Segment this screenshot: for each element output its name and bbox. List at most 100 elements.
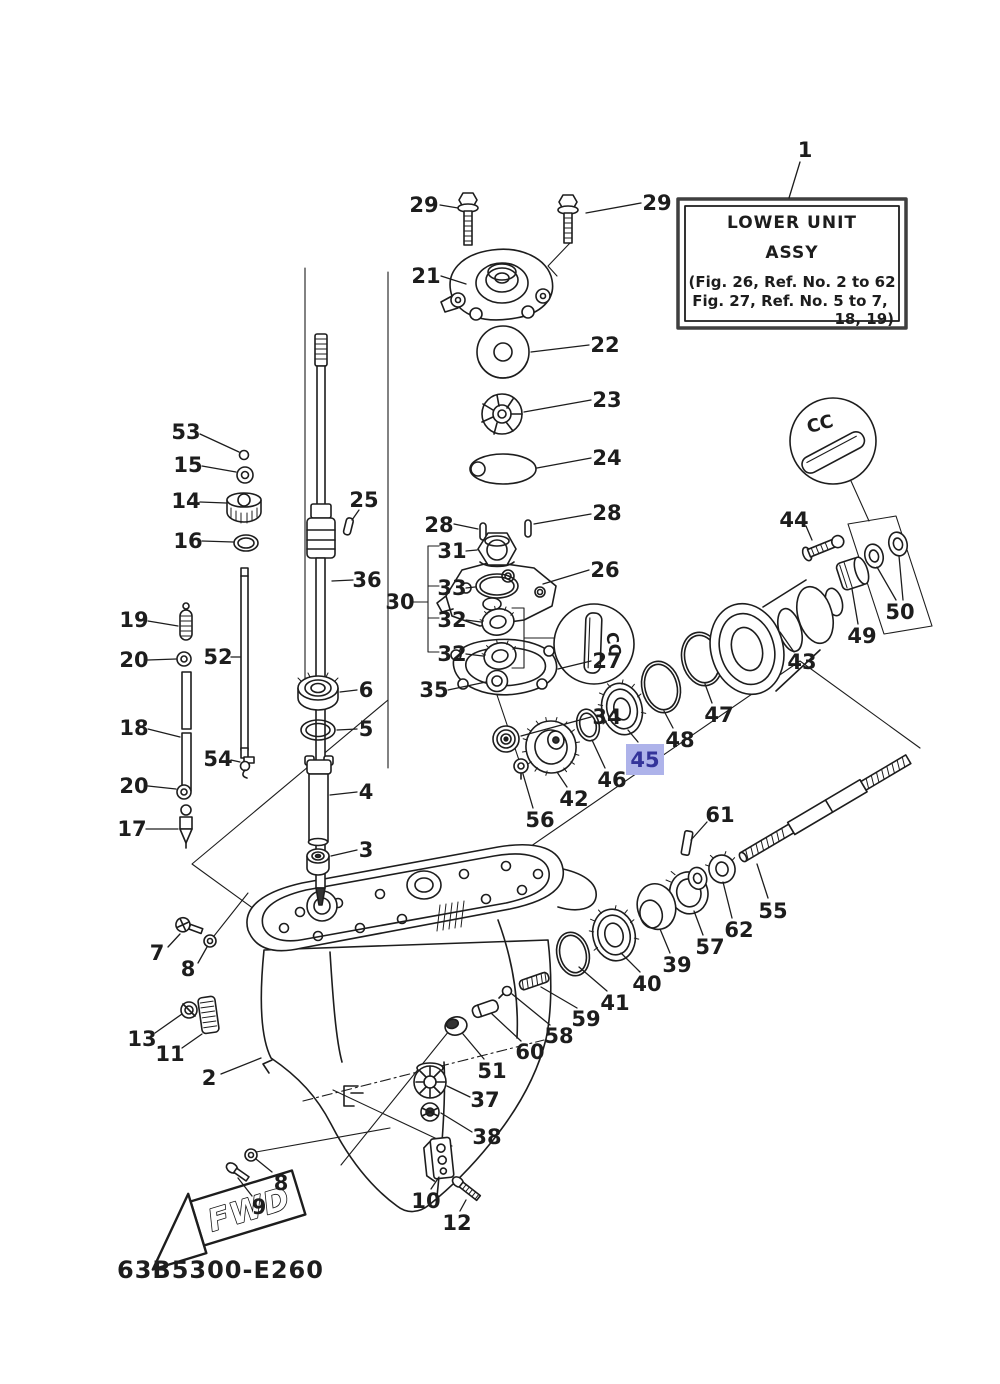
leader-line-12 bbox=[459, 1199, 467, 1212]
leader-line-43 bbox=[779, 631, 795, 653]
part-5-oring bbox=[300, 719, 336, 741]
callout-38[interactable]: 38 bbox=[472, 1125, 501, 1149]
callout-51[interactable]: 51 bbox=[477, 1059, 506, 1083]
callout-29[interactable]: 29 bbox=[642, 191, 671, 215]
leader-line-24 bbox=[536, 457, 592, 469]
callout-5[interactable]: 5 bbox=[359, 717, 374, 741]
callout-26[interactable]: 26 bbox=[590, 558, 619, 582]
callout-9[interactable]: 9 bbox=[252, 1195, 267, 1219]
callout-35[interactable]: 35 bbox=[419, 678, 448, 702]
part-49-bushing bbox=[835, 556, 870, 591]
callout-12[interactable]: 12 bbox=[442, 1211, 471, 1235]
callout-37[interactable]: 37 bbox=[470, 1088, 499, 1112]
callout-58[interactable]: 58 bbox=[544, 1024, 573, 1048]
part-8-washer-lower bbox=[244, 1127, 391, 1162]
callout-14[interactable]: 14 bbox=[171, 489, 200, 513]
callout-8[interactable]: 8 bbox=[181, 957, 196, 981]
leader-line-32 bbox=[465, 653, 484, 657]
callout-10[interactable]: 10 bbox=[411, 1189, 440, 1213]
leader-line-29 bbox=[585, 202, 642, 214]
callout-32[interactable]: 32 bbox=[437, 642, 466, 666]
callout-47[interactable]: 47 bbox=[704, 703, 733, 727]
callout-62[interactable]: 62 bbox=[724, 918, 753, 942]
leader-line-1 bbox=[788, 161, 801, 199]
callout-33[interactable]: 33 bbox=[437, 576, 466, 600]
callout-27[interactable]: 27 bbox=[592, 649, 621, 673]
callout-23[interactable]: 23 bbox=[592, 388, 621, 412]
callout-59[interactable]: 59 bbox=[571, 1007, 600, 1031]
callout-15[interactable]: 15 bbox=[173, 453, 202, 477]
callout-36[interactable]: 36 bbox=[352, 568, 381, 592]
callout-56[interactable]: 56 bbox=[525, 808, 554, 832]
callout-2[interactable]: 2 bbox=[202, 1066, 217, 1090]
callout-17[interactable]: 17 bbox=[117, 817, 146, 841]
info-box-title: LOWER UNIT bbox=[727, 213, 857, 233]
callout-28[interactable]: 28 bbox=[424, 513, 453, 537]
callout-42[interactable]: 42 bbox=[559, 787, 588, 811]
leader-line-28 bbox=[533, 513, 592, 525]
callout-18[interactable]: 18 bbox=[119, 716, 148, 740]
bracket-32-pair bbox=[511, 607, 555, 669]
leader-line-8 bbox=[197, 946, 208, 964]
leader-line-45 bbox=[627, 729, 639, 743]
callout-40[interactable]: 40 bbox=[632, 972, 661, 996]
callout-52[interactable]: 52 bbox=[203, 645, 232, 669]
part-42-forward-gear bbox=[521, 716, 581, 776]
callout-3[interactable]: 3 bbox=[359, 838, 374, 862]
callout-61[interactable]: 61 bbox=[705, 803, 734, 827]
part-11-anode bbox=[197, 995, 220, 1035]
callout-50[interactable]: 50 bbox=[885, 600, 914, 624]
part-18-tube bbox=[181, 671, 192, 792]
callout-48[interactable]: 48 bbox=[665, 728, 694, 752]
callout-46[interactable]: 46 bbox=[597, 768, 626, 792]
leader-line-46 bbox=[591, 739, 606, 769]
callout-43[interactable]: 43 bbox=[787, 650, 816, 674]
leader-line-13 bbox=[154, 1013, 183, 1034]
callout-49[interactable]: 49 bbox=[847, 624, 876, 648]
callout-57[interactable]: 57 bbox=[695, 935, 724, 959]
callout-28[interactable]: 28 bbox=[592, 501, 621, 525]
part-10-trim-tab-bracket bbox=[423, 1136, 455, 1182]
leader-line-4 bbox=[329, 791, 358, 796]
callout-19[interactable]: 19 bbox=[119, 608, 148, 632]
leader-line-59 bbox=[540, 986, 578, 1009]
callout-22[interactable]: 22 bbox=[590, 333, 619, 357]
callout-16[interactable]: 16 bbox=[173, 529, 202, 553]
leader-line-3 bbox=[330, 849, 358, 857]
callout-6[interactable]: 6 bbox=[359, 678, 374, 702]
part-32-bearing-upper bbox=[479, 605, 515, 636]
callout-29[interactable]: 29 bbox=[409, 193, 438, 217]
callout-45[interactable]: 45 bbox=[630, 748, 659, 772]
callout-31[interactable]: 31 bbox=[437, 539, 466, 563]
callout-1[interactable]: 1 bbox=[798, 138, 813, 162]
leader-line-6 bbox=[339, 689, 358, 693]
callout-30[interactable]: 30 bbox=[385, 590, 414, 614]
callout-4[interactable]: 4 bbox=[359, 780, 374, 804]
part-31-nut bbox=[477, 532, 517, 568]
part-45-bearing bbox=[597, 679, 647, 736]
callout-54[interactable]: 54 bbox=[203, 747, 232, 771]
callout-55[interactable]: 55 bbox=[758, 899, 787, 923]
part-8-washer-upper bbox=[203, 934, 217, 948]
part-62-bearing bbox=[705, 851, 736, 884]
callout-34[interactable]: 34 bbox=[592, 705, 621, 729]
callout-53[interactable]: 53 bbox=[171, 420, 200, 444]
callout-60[interactable]: 60 bbox=[515, 1040, 544, 1064]
part-51-cap bbox=[444, 1016, 468, 1036]
callout-7[interactable]: 7 bbox=[150, 941, 165, 965]
callout-8[interactable]: 8 bbox=[274, 1171, 289, 1195]
callout-25[interactable]: 25 bbox=[349, 488, 378, 512]
leader-line-22 bbox=[530, 344, 590, 353]
callout-24[interactable]: 24 bbox=[592, 446, 621, 470]
callout-32[interactable]: 32 bbox=[437, 608, 466, 632]
callout-13[interactable]: 13 bbox=[127, 1027, 156, 1051]
callout-44[interactable]: 44 bbox=[779, 508, 808, 532]
callout-11[interactable]: 11 bbox=[155, 1042, 184, 1066]
callout-21[interactable]: 21 bbox=[411, 264, 440, 288]
callout-20[interactable]: 20 bbox=[119, 774, 148, 798]
callout-41[interactable]: 41 bbox=[600, 991, 629, 1015]
callout-39[interactable]: 39 bbox=[662, 953, 691, 977]
callout-20[interactable]: 20 bbox=[119, 648, 148, 672]
part-21-water-pump-housing bbox=[440, 248, 554, 321]
